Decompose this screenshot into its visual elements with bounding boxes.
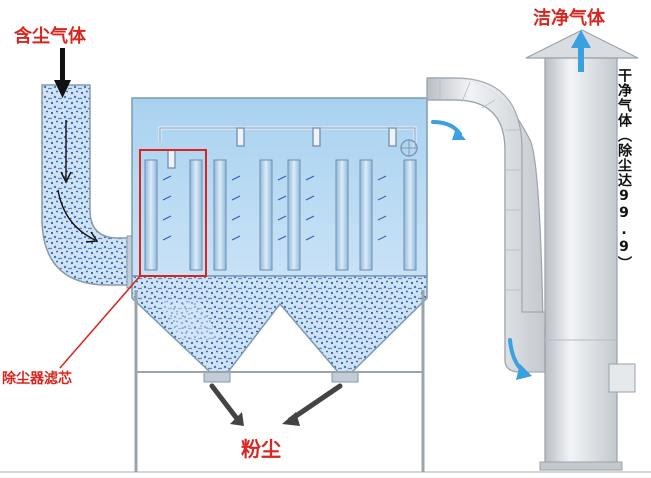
label-clean-gas: 洁净气体 [533,8,605,29]
down-arrow-icon [54,48,71,98]
up-arrow-icon [571,30,591,72]
label-purified-gas: 干净气体（除尘达99.9） [616,68,632,271]
dust-hoppers [131,275,428,383]
diagonal-arrow-icon [209,383,343,423]
chimney-stack [525,29,639,471]
collector-housing [131,97,428,277]
support-frame [134,290,425,472]
filter-cartridges [144,159,417,271]
filter-pointer-line [59,275,141,369]
label-dust: 粉尘 [241,437,281,461]
label-filter-cartridge: 除尘器滤芯 [2,371,72,387]
inlet-pipe [41,84,136,289]
label-dusty-gas: 含尘气体 [14,26,86,47]
inlet-flow-arrows [57,120,99,243]
filter-highlight-box [139,149,207,277]
